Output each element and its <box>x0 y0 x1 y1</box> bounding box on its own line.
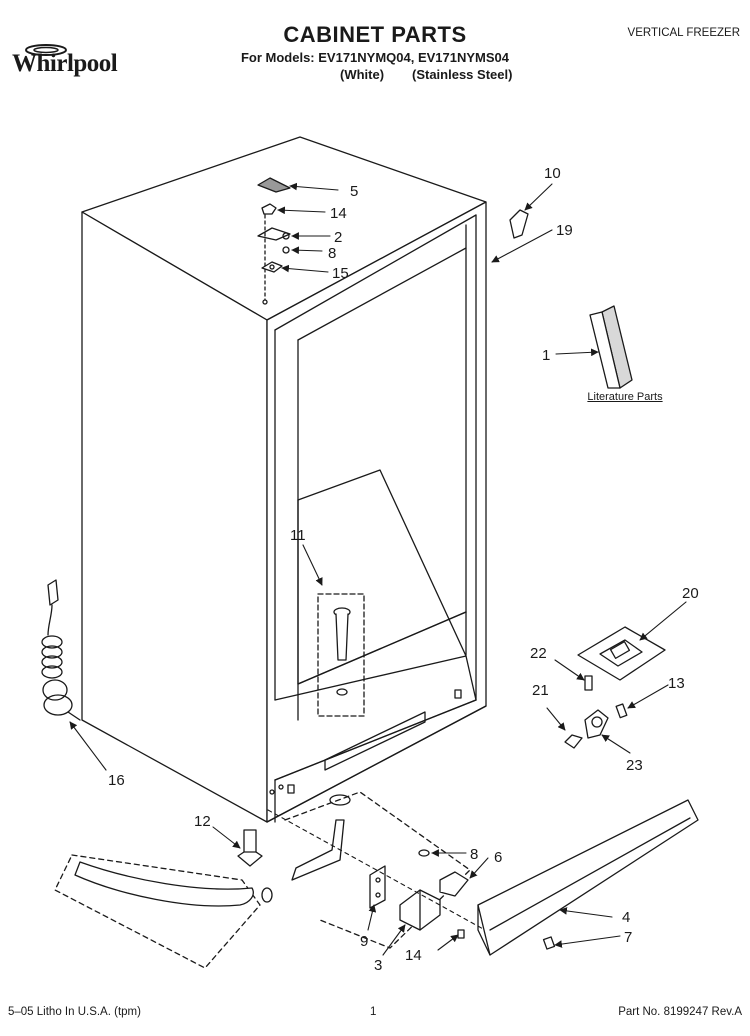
page-number: 1 <box>370 1006 377 1018</box>
whirlpool-logo: Whirlpool <box>8 42 158 82</box>
cabinet-body <box>81 136 487 823</box>
callout-22: 22 <box>530 645 547 662</box>
part-21-pin <box>564 734 583 749</box>
callout-2: 2 <box>334 229 342 246</box>
variant-white: (White) <box>340 67 385 82</box>
callout-8-top: 8 <box>328 245 336 262</box>
part-22-screw <box>584 675 593 691</box>
part-7-screw <box>542 936 556 950</box>
part-10-bracket <box>509 209 529 239</box>
literature-parts-booklet <box>589 305 633 389</box>
callout-21: 21 <box>532 682 549 699</box>
part-3-block <box>399 889 441 931</box>
callout-numbers: 1 2 3 4 5 6 7 8 8 9 10 11 12 13 14 14 15… <box>108 165 699 974</box>
callout-14-top: 14 <box>330 205 347 222</box>
callout-15: 15 <box>332 265 349 282</box>
callout-3: 3 <box>374 957 382 974</box>
callout-13: 13 <box>668 675 685 692</box>
callout-16: 16 <box>108 772 125 789</box>
part-14-screw <box>457 929 465 939</box>
part-8-washer <box>418 849 430 857</box>
part-6-clip <box>439 871 469 897</box>
print-info: 5–05 Litho In U.S.A. (tpm) <box>8 1006 141 1018</box>
callout-23: 23 <box>626 757 643 774</box>
callout-10: 10 <box>544 165 561 182</box>
part-13-screw <box>615 703 628 719</box>
callout-6: 6 <box>494 849 502 866</box>
part-4-grille <box>477 799 699 956</box>
callout-12: 12 <box>194 813 211 830</box>
callout-19: 19 <box>556 222 573 239</box>
drain-hose-dashed-outline <box>54 791 471 969</box>
literature-parts-label: Literature Parts <box>587 391 663 403</box>
callout-9: 9 <box>360 933 368 950</box>
part-11-drain-tube <box>317 593 365 717</box>
part-16-power-cord <box>41 579 81 721</box>
models-line: For Models: EV171NYMQ04, EV171NYMS04 <box>240 50 510 65</box>
variant-stainless: (Stainless Steel) <box>412 67 513 82</box>
brand-name: Whirlpool <box>12 50 118 77</box>
callout-4: 4 <box>622 909 630 926</box>
callout-7: 7 <box>624 929 632 946</box>
part-12-leveling-leg <box>237 829 263 867</box>
part-20-plate <box>577 626 666 681</box>
callout-14-bottom: 14 <box>405 947 422 964</box>
top-hinge-assembly <box>257 177 291 305</box>
logo-swoosh-icon <box>25 44 67 56</box>
part-9-bracket <box>369 865 386 909</box>
part-number: Part No. 8199247 Rev.A <box>618 1006 742 1018</box>
part-23-spacer <box>584 709 609 739</box>
product-category: VERTICAL FREEZER <box>627 27 740 39</box>
callout-20: 20 <box>682 585 699 602</box>
callout-1: 1 <box>542 347 550 364</box>
callout-leader-lines <box>69 182 687 956</box>
page-title: CABINET PARTS <box>283 22 467 47</box>
callout-11: 11 <box>290 527 306 544</box>
callout-5: 5 <box>350 183 358 200</box>
drain-hose <box>74 794 351 907</box>
callout-8-bottom: 8 <box>470 846 478 863</box>
